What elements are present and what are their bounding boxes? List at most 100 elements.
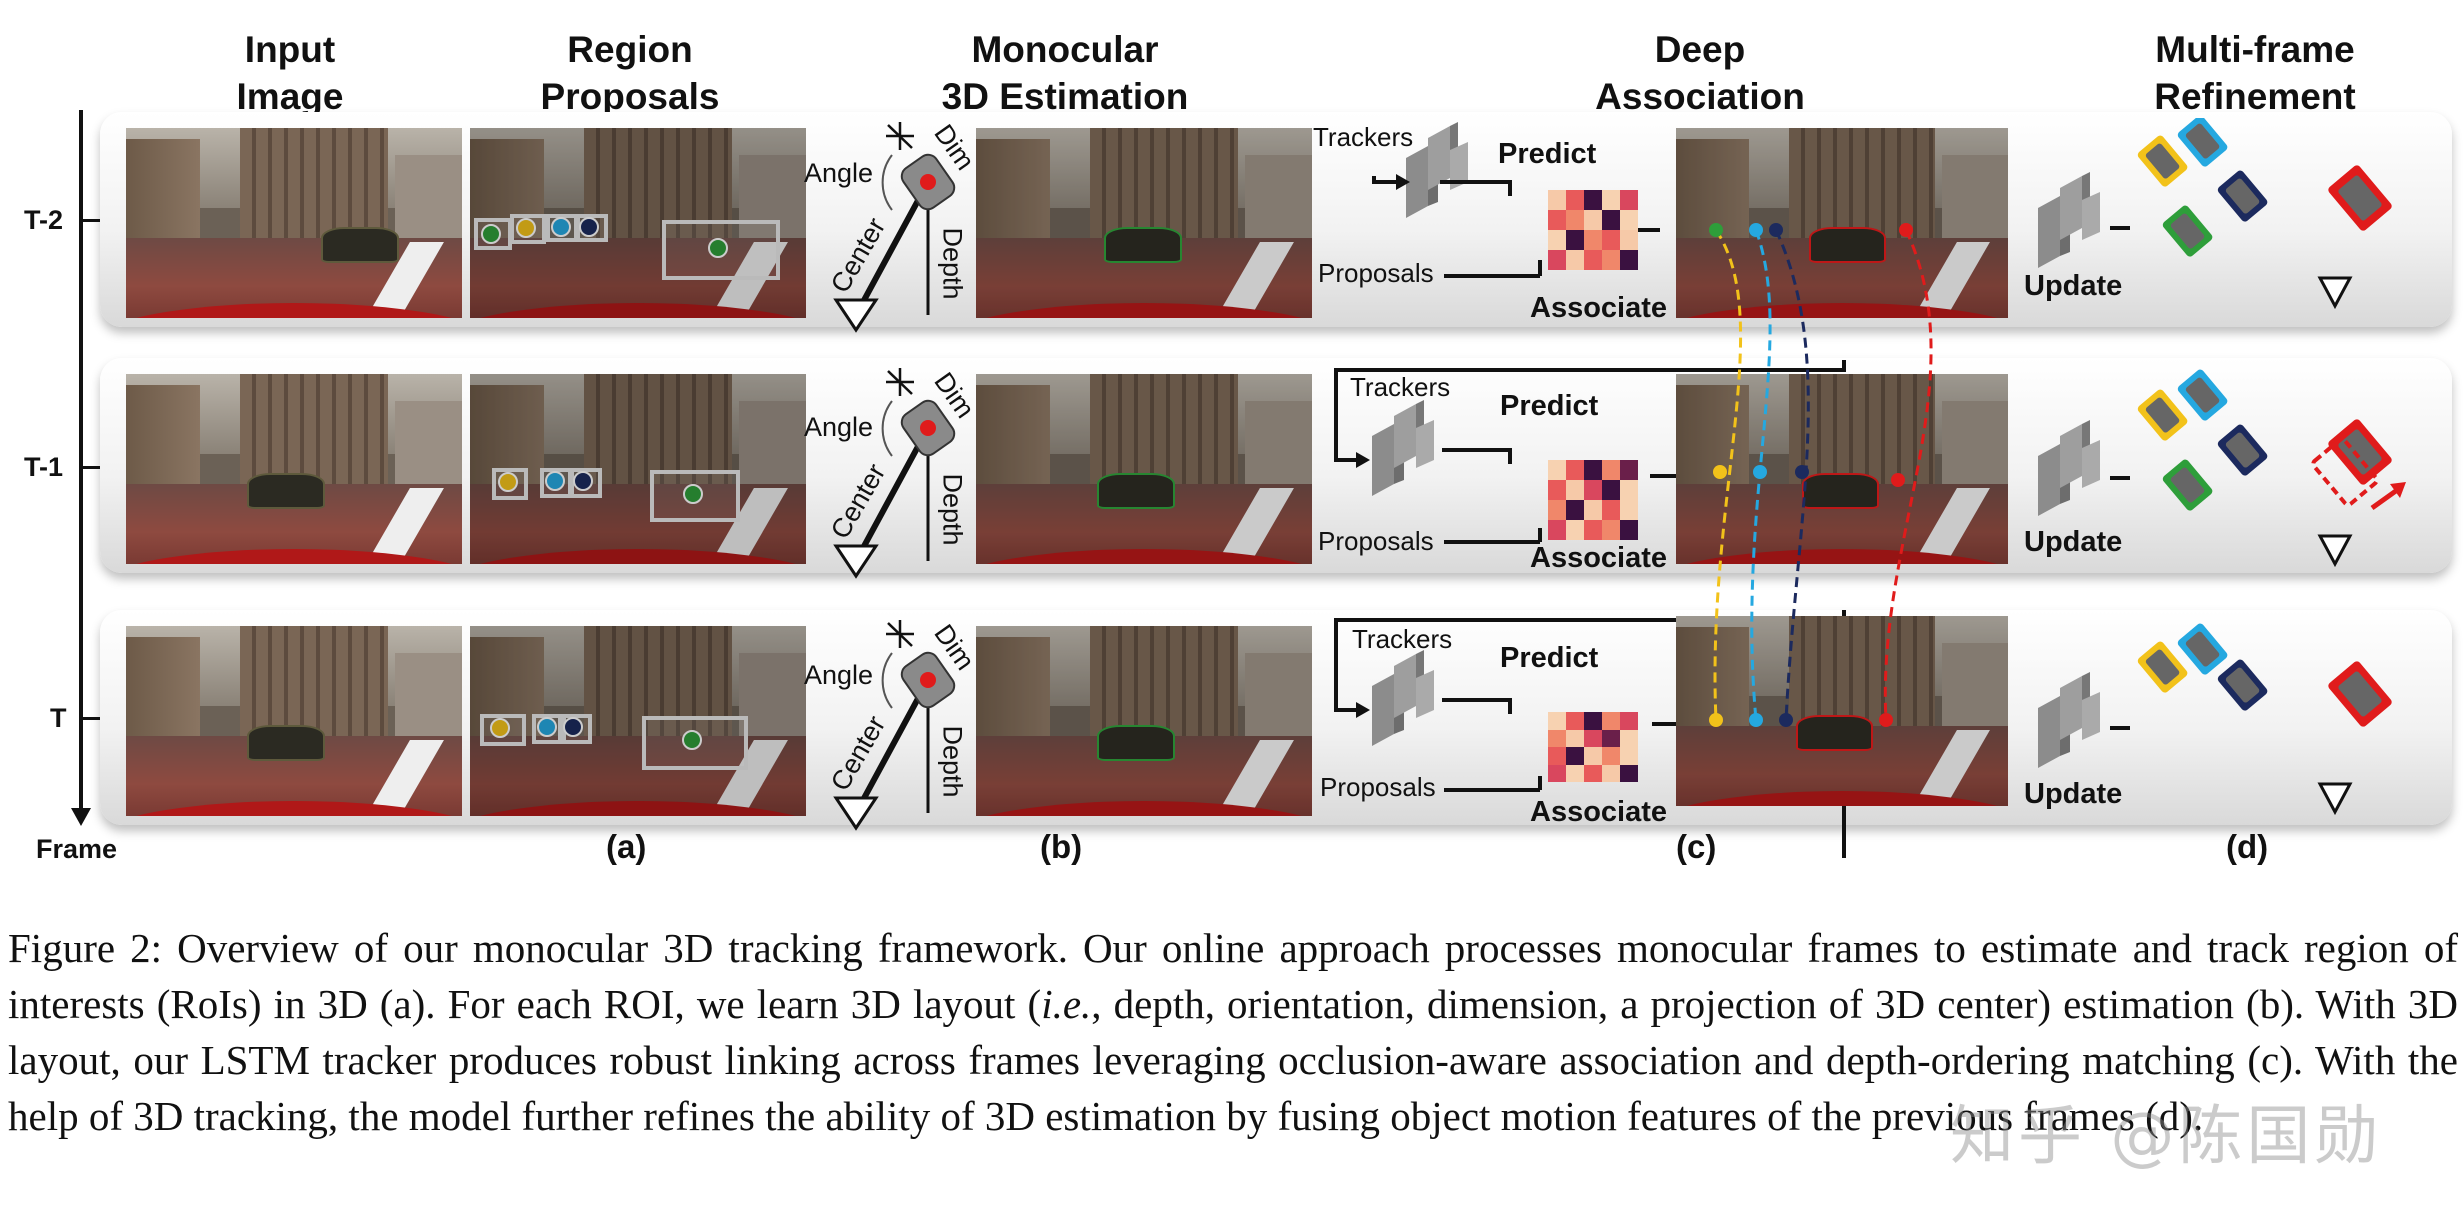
assoc-label-proposals: Proposals: [1318, 258, 1434, 288]
mono-3d-output-image-t-1: [976, 374, 1312, 564]
subfigure-label-d: (d): [2226, 828, 2269, 865]
caption-text-2: , depth, orientation, dimension, a proje…: [8, 981, 2458, 1139]
column-header-input-image: Input Image: [236, 29, 344, 117]
proposal-dot-yellow: [516, 218, 536, 238]
affinity-matrix-t-1: [1548, 460, 1638, 540]
proposal-dot-cyan: [551, 217, 571, 237]
proposal-dot-navy: [579, 217, 599, 237]
caption-ie: i.e.: [1041, 981, 1092, 1027]
assoc-label-trackers: Trackers: [1352, 624, 1453, 654]
car-navy: [2217, 659, 2268, 711]
input-image-t-1: [126, 374, 462, 564]
mono-label-depth: Depth: [937, 227, 968, 300]
row-label-t: T: [50, 703, 67, 733]
assoc-label-associate: Associate: [1530, 542, 1668, 574]
car-yellow: [2137, 641, 2188, 693]
car-green: [2162, 205, 2213, 257]
row-label-t-1: T-1: [24, 452, 64, 482]
frame-axis-arrowhead: [71, 808, 91, 826]
figure-caption: Figure 2: Overview of our monocular 3D t…: [8, 920, 2458, 1144]
car-cyan: [2177, 369, 2228, 421]
proposal-dot-green: [481, 224, 501, 244]
assoc-label-predict: Predict: [1500, 390, 1599, 422]
assoc-label-associate: Associate: [1530, 292, 1668, 324]
mono-3d-diagram-t-2: [833, 122, 956, 333]
mono-label-angle: Angle: [804, 660, 874, 690]
proposal-dot-yellow: [490, 718, 510, 738]
proposal-dot-green: [683, 484, 703, 504]
caption-text-1: Figure 2: Overview of our monocular 3D t…: [8, 925, 2458, 1027]
row-tick-t: [79, 717, 101, 720]
assoc-label-predict: Predict: [1498, 138, 1597, 170]
column-header-deep-association: Deep Association: [1595, 29, 1805, 117]
car-red-predicted: [2311, 437, 2379, 507]
tracker-network-icon-t-2: [1406, 122, 1468, 218]
car-navy: [2217, 424, 2268, 476]
region-proposals-image-t-2: [470, 128, 806, 318]
proposal-box: [662, 220, 780, 280]
camera-icon: [2317, 782, 2353, 816]
mono-label-depth: Depth: [937, 725, 968, 798]
proposal-dot-green: [708, 238, 728, 258]
tracker-network-icon-t: [1372, 650, 1434, 746]
proposal-dot-green: [682, 730, 702, 750]
assoc-label-predict: Predict: [1500, 642, 1599, 674]
mono-label-depth: Depth: [937, 473, 968, 546]
car-yellow: [2137, 389, 2188, 441]
subfigure-label-b: (b): [1040, 828, 1083, 865]
association-image-t: [1676, 616, 2008, 806]
update-network-icon-t-2: [2038, 172, 2100, 268]
proposal-dot-yellow: [498, 472, 518, 492]
mono-3d-diagram-t: [833, 620, 956, 831]
car-red: [2328, 419, 2392, 485]
mono-label-angle: Angle: [804, 412, 874, 442]
car-cyan: [2177, 118, 2228, 167]
proposal-dot-navy: [573, 471, 593, 491]
refine-label-update: Update: [2024, 526, 2123, 558]
mono-label-angle: Angle: [804, 158, 874, 188]
car-red: [2328, 165, 2392, 231]
car-yellow: [2137, 135, 2188, 187]
refine-cars-t: [2110, 623, 2392, 816]
car-red: [2328, 661, 2392, 727]
tracker-network-icon-t-1: [1372, 400, 1434, 496]
refine-cars-t-2: [2110, 118, 2392, 310]
column-header-multi-frame-refinement: Multi-frame Refinement: [2154, 29, 2356, 117]
update-network-icon-t: [2038, 672, 2100, 768]
mono-3d-lines: [833, 122, 956, 333]
mono-3d-output-image-t-2: [976, 128, 1312, 318]
region-proposals-image-t: [470, 626, 806, 816]
row-tick-t-1: [79, 466, 101, 469]
assoc-label-associate: Associate: [1530, 796, 1668, 828]
assoc-label-trackers: Trackers: [1350, 372, 1451, 402]
refine-cars-t-1: [2110, 369, 2406, 568]
association-image-t-1: [1676, 374, 2008, 564]
affinity-matrix-t: [1548, 712, 1638, 782]
assoc-label-proposals: Proposals: [1320, 772, 1436, 802]
refine-label-update: Update: [2024, 778, 2123, 810]
assoc-label-proposals: Proposals: [1318, 526, 1434, 556]
camera-icon: [2317, 534, 2353, 568]
camera-icon: [2317, 276, 2353, 310]
car-green: [2162, 459, 2213, 511]
mono-3d-output-image-t: [976, 626, 1312, 816]
assoc-arrows-t-1: [1334, 360, 1846, 544]
frame-axis-line: [79, 110, 83, 810]
row-label-t-2: T-2: [24, 205, 64, 235]
mono-3d-diagram-t-1: [833, 368, 956, 579]
car-cyan: [2177, 623, 2228, 675]
region-proposals-image-t-1: [470, 374, 806, 564]
subfigure-label-c: (c): [1676, 828, 1717, 865]
proposal-dot-navy: [563, 717, 583, 737]
row-tick-t-2: [79, 219, 101, 222]
update-network-icon-t-1: [2038, 420, 2100, 516]
column-header-monocular-3d-estimation: Monocular 3D Estimation: [941, 29, 1189, 117]
input-image-t-2: [126, 128, 462, 318]
frame-axis-label: Frame: [36, 834, 118, 864]
car-navy: [2217, 170, 2268, 222]
association-trajectories: [1709, 223, 1933, 727]
proposal-dot-cyan: [545, 471, 565, 491]
input-image-t: [126, 626, 462, 816]
column-header-region-proposals: Region Proposals: [540, 29, 720, 117]
proposal-dot-cyan: [537, 717, 557, 737]
